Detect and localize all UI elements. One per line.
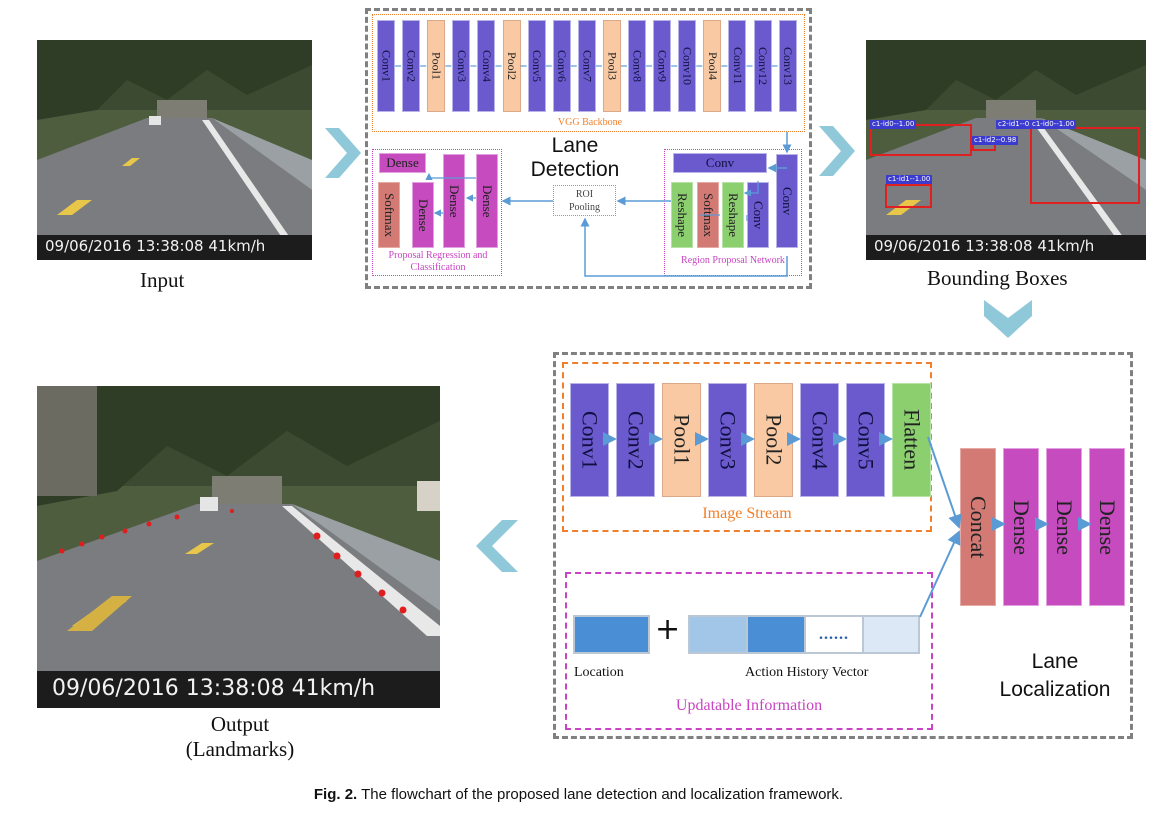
- vgg-layer-conv4: Conv4: [477, 20, 496, 112]
- timestamp-overlay: 09/06/2016 13:38:08 41km/h: [52, 676, 376, 701]
- stream-layer-pool2: Pool2: [754, 383, 793, 497]
- vgg-layer-conv8: Conv8: [628, 20, 646, 112]
- vgg-layer-pool2: Pool2: [502, 20, 521, 112]
- updatable-info-frame: [565, 572, 933, 730]
- chevron-right-icon: [325, 128, 361, 178]
- action-history-cell-4: [862, 615, 920, 654]
- output-label: Output (Landmarks): [185, 712, 295, 761]
- rpn-reshape-2: Reshape: [722, 182, 744, 248]
- action-history-cell-2: [746, 615, 806, 654]
- detection-label: c2-id1--0.97: [996, 120, 1043, 129]
- rpn-conv-top: Conv: [673, 153, 767, 173]
- rpn-reshape-1: Reshape: [671, 182, 693, 248]
- stream-layer-flatten: Flatten: [892, 383, 931, 497]
- ellipsis-dots: ......: [819, 625, 849, 643]
- vgg-backbone-label: VGG Backbone: [557, 117, 623, 128]
- figure-number: Fig. 2.: [313, 786, 358, 803]
- prc-dense-b: Dense: [476, 154, 498, 248]
- lane-localization-arrows: [603, 432, 1092, 618]
- vgg-arrows: [395, 65, 778, 67]
- output-image: 09/06/2016 13:38:08 41km/h: [37, 386, 440, 708]
- head-layer-concat-0: Concat: [960, 448, 996, 606]
- vgg-layer-conv5: Conv5: [527, 20, 546, 112]
- updatable-info-label: Updatable Information: [675, 697, 823, 714]
- vgg-layer-pool4: Pool4: [703, 20, 722, 112]
- plus-sign: +: [655, 612, 681, 647]
- input-label: Input: [140, 268, 185, 292]
- timestamp-overlay: 09/06/2016 13:38:08 41km/h: [874, 237, 1095, 255]
- lane-detection-frame: [365, 8, 812, 289]
- lane-localization-frame: [553, 352, 1133, 739]
- chevron-down-icon: [984, 300, 1032, 338]
- location-box: [573, 615, 650, 654]
- rpn-conv-right: Conv: [776, 154, 798, 248]
- location-label: Location: [574, 665, 624, 680]
- stream-layer-pool1: Pool1: [662, 383, 701, 497]
- vgg-layer-conv11: Conv11: [728, 20, 747, 112]
- chevron-right-icon: [819, 126, 855, 176]
- action-history-label: Action History Vector: [745, 665, 869, 680]
- vgg-layer-conv13: Conv13: [778, 20, 797, 112]
- vgg-layer-conv9: Conv9: [653, 20, 672, 112]
- detection-label: c1-id1--1.00: [886, 175, 933, 184]
- vgg-layer-conv3: Conv3: [452, 20, 471, 112]
- image-stream-label: Image Stream: [702, 505, 792, 522]
- action-history-cell-1: [688, 615, 748, 654]
- stream-layer-conv3: Conv3: [708, 383, 747, 497]
- chevron-left-icon: [476, 520, 518, 572]
- vgg-layer-conv2: Conv2: [402, 20, 421, 112]
- vgg-layer-conv7: Conv7: [577, 20, 596, 112]
- prc-dense-mid: Dense: [412, 182, 434, 248]
- vgg-layer-pool1: Pool1: [427, 20, 446, 112]
- detection-label: c1-id0--1.00: [1030, 120, 1077, 129]
- figure-caption: Fig. 2. The flowchart of the proposed la…: [0, 786, 1157, 803]
- vgg-layer-conv12: Conv12: [753, 20, 772, 112]
- roi-pooling: ROI Pooling: [553, 185, 616, 216]
- lane-localization-title: Lane Localization: [999, 650, 1111, 701]
- lane-detection-arrows: [425, 132, 792, 277]
- vgg-backbone-frame: [372, 14, 805, 132]
- vgg-layer-pool3: Pool3: [602, 20, 621, 112]
- bounding-boxes-label: Bounding Boxes: [927, 266, 1068, 290]
- caption-text: The flowchart of the proposed lane detec…: [361, 786, 844, 803]
- input-image: 09/06/2016 13:38:08 41km/h: [37, 40, 312, 260]
- prc-dense-top: Dense: [379, 153, 426, 173]
- vgg-layer-conv10: Conv10: [678, 20, 697, 112]
- vgg-layer-conv6: Conv6: [552, 20, 571, 112]
- timestamp-overlay: 09/06/2016 13:38:08 41km/h: [45, 237, 266, 255]
- proposal-regression-label: Proposal Regression and Classification: [388, 250, 488, 273]
- detection-label: c1-id0--1.00: [870, 120, 917, 129]
- prc-softmax: Softmax: [378, 182, 400, 248]
- vgg-layer-conv1: Conv1: [377, 20, 395, 112]
- lane-detection-title: Lane Detection: [530, 134, 620, 181]
- detection-label: c1-id2--0.98: [972, 136, 1019, 145]
- proposal-regression-frame: [372, 149, 502, 276]
- rpn-label: Region Proposal Network: [681, 255, 785, 266]
